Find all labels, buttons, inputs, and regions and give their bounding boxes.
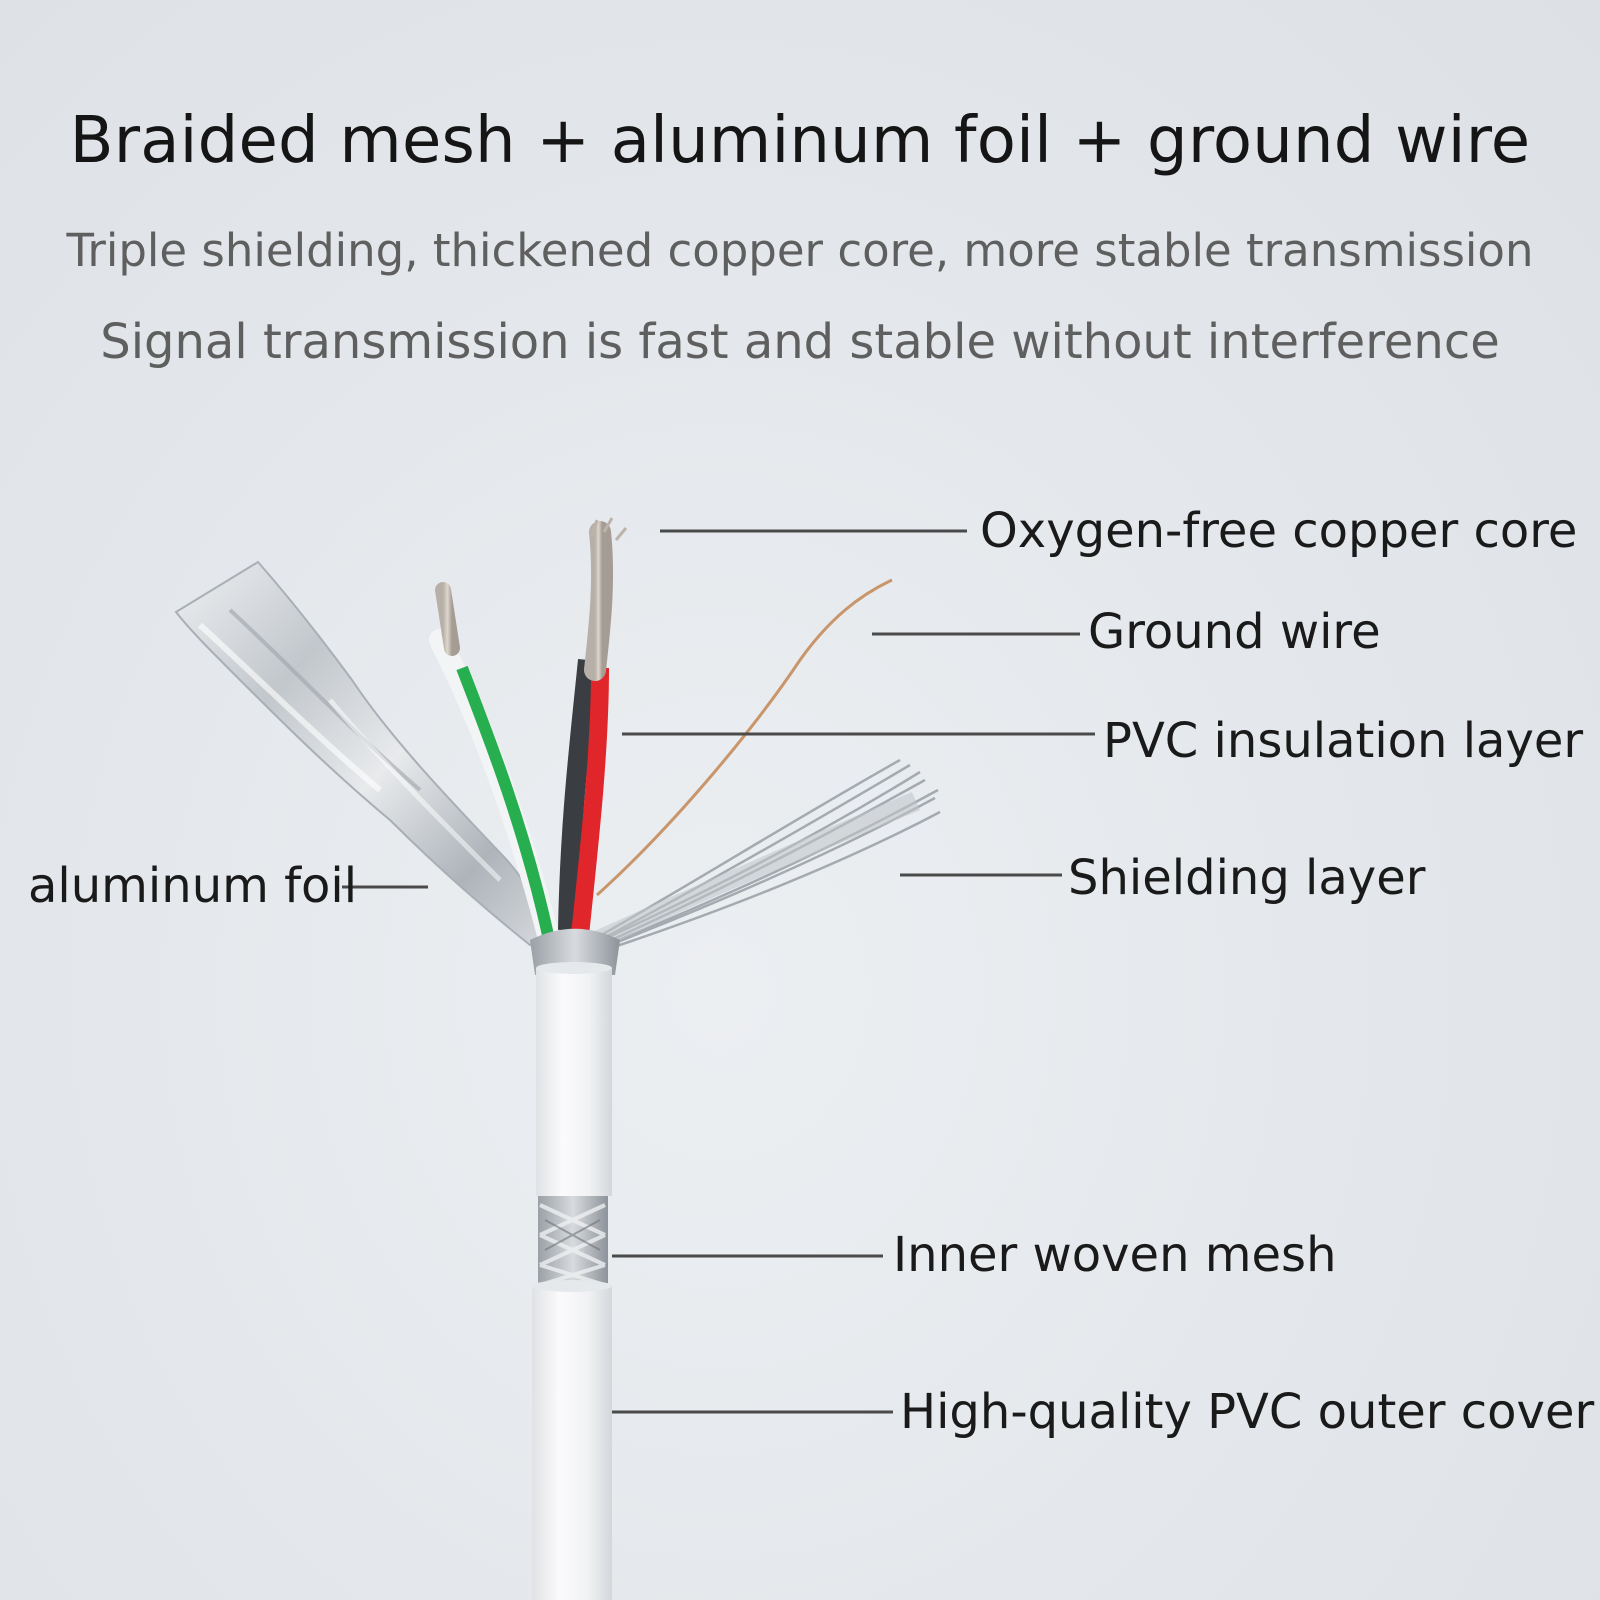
subtitle-line-2: Signal transmission is fast and stable w…	[100, 314, 1500, 370]
label-ground-wire: Ground wire	[1088, 604, 1381, 660]
label-aluminum-foil: aluminum foil	[28, 858, 358, 914]
outer-jacket-lower	[532, 1286, 612, 1600]
subtitle-line-1: Triple shielding, thickened copper core,…	[66, 224, 1534, 277]
label-shielding-layer: Shielding layer	[1068, 850, 1426, 906]
label-inner-mesh: Inner woven mesh	[893, 1227, 1337, 1283]
leader-lines	[342, 529, 1095, 1414]
outer-jacket-upper	[536, 968, 612, 1196]
page-title: Braided mesh + aluminum foil + ground wi…	[69, 104, 1531, 178]
label-pvc-insulation: PVC insulation layer	[1103, 713, 1584, 769]
label-copper-core: Oxygen-free copper core	[980, 503, 1578, 559]
green-white-wire	[429, 582, 559, 946]
label-outer-cover: High-quality PVC outer cover	[900, 1384, 1595, 1440]
black-wire	[558, 659, 598, 931]
red-wire	[571, 667, 609, 936]
copper-core-strands	[584, 517, 628, 681]
ground-wire-strand	[595, 578, 893, 897]
inner-woven-mesh	[538, 1196, 608, 1287]
